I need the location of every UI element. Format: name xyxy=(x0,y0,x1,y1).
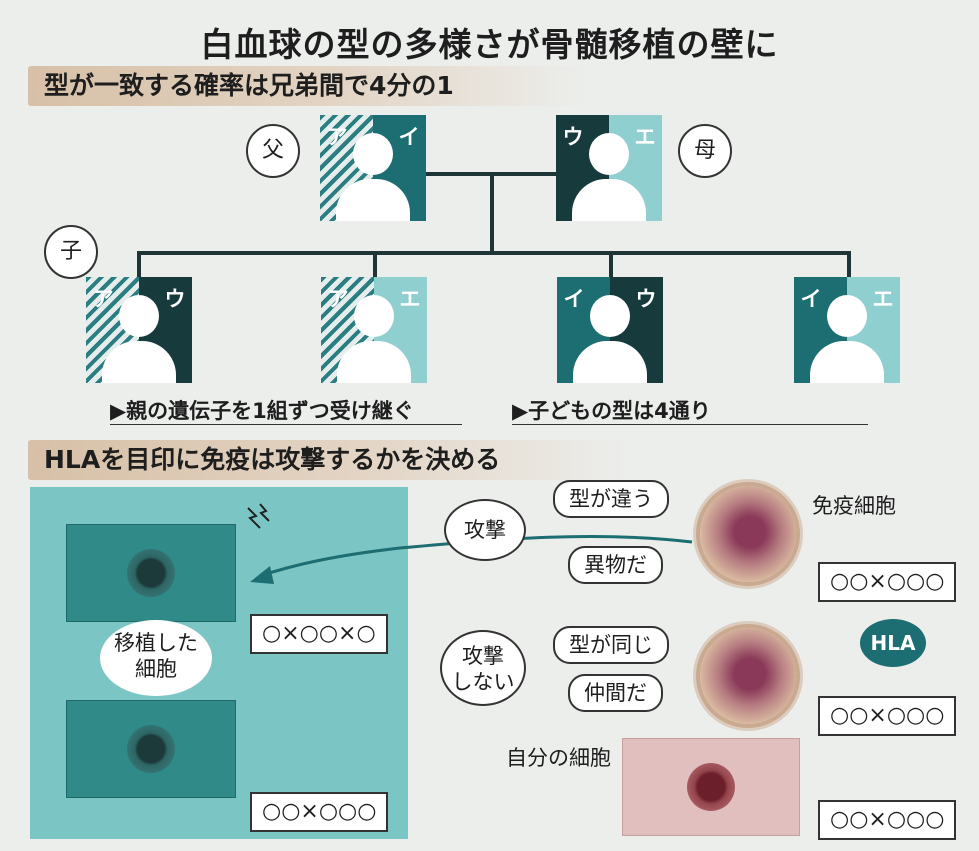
child-drop-4 xyxy=(847,251,851,277)
speech-friend: 仲間だ xyxy=(568,674,663,712)
transplant-hla-tag-top: ○×○○×○ xyxy=(250,614,388,654)
note-inherit: ▶親の遺伝子を1組ずつ受け継ぐ xyxy=(110,399,414,423)
immune-cell-icon xyxy=(700,486,796,582)
speech-same-type: 型が同じ xyxy=(553,626,669,664)
person-body-icon xyxy=(572,179,646,221)
no-attack-label: 攻撃 しない xyxy=(440,630,526,706)
transplant-cell-label: 移植した 細胞 xyxy=(100,620,212,696)
transplant-hla-tag-bottom: ○○×○○○ xyxy=(250,792,389,832)
note-underline xyxy=(512,424,868,425)
allele-right: エ xyxy=(872,287,894,311)
allele-left: ウ xyxy=(562,125,584,149)
immune-cell-label: 免疫細胞 xyxy=(812,494,896,518)
nucleus-icon xyxy=(127,725,175,773)
immune-hla-tag-top: ○○×○○○ xyxy=(818,562,957,602)
allele-left: イ xyxy=(800,287,822,311)
child-drop-1 xyxy=(137,251,141,277)
person-head-icon xyxy=(827,295,867,337)
section-heading-hla: HLAを目印に免疫は攻撃するかを決める xyxy=(44,445,501,474)
child-figure-2: ア エ xyxy=(321,277,427,383)
speech-foreign: 異物だ xyxy=(568,546,663,584)
father-label: 父 xyxy=(246,124,300,178)
transplant-cell-bottom xyxy=(66,700,236,798)
person-head-icon xyxy=(354,295,394,337)
child-figure-4: イ エ xyxy=(794,277,900,383)
attack-label: 攻撃 xyxy=(444,499,526,561)
section-heading-band: HLAを目印に免疫は攻撃するかを決める xyxy=(28,440,628,480)
nucleus-icon xyxy=(687,763,735,811)
tree-trunk xyxy=(490,172,494,254)
child-drop-3 xyxy=(609,251,613,277)
allele-right: エ xyxy=(399,287,421,311)
page-title: 白血球の型の多様さが骨髄移植の壁に xyxy=(200,25,779,64)
children-bar xyxy=(137,251,851,255)
person-body-icon xyxy=(102,341,176,383)
person-body-icon xyxy=(573,341,647,383)
allele-right: エ xyxy=(634,125,656,149)
hla-badge: HLA xyxy=(860,619,926,667)
person-head-icon xyxy=(589,133,629,175)
person-body-icon xyxy=(337,341,411,383)
allele-left: ア xyxy=(327,287,349,311)
attack-arrow-icon xyxy=(247,503,693,584)
child-figure-3: イ ウ xyxy=(557,277,663,383)
person-head-icon xyxy=(590,295,630,337)
allele-right: イ xyxy=(398,125,420,149)
allele-left: ア xyxy=(92,287,114,311)
child-label: 子 xyxy=(44,225,98,279)
person-head-icon xyxy=(353,133,393,175)
child-figure-1: ア ウ xyxy=(86,277,192,383)
nucleus-icon xyxy=(127,549,175,597)
person-head-icon xyxy=(119,295,159,337)
child-drop-2 xyxy=(373,251,377,277)
allele-right: ウ xyxy=(635,287,657,311)
immune-cell-icon xyxy=(700,628,796,724)
allele-left: イ xyxy=(563,287,585,311)
allele-left: ア xyxy=(326,125,348,149)
allele-right: ウ xyxy=(164,287,186,311)
own-cell-label: 自分の細胞 xyxy=(506,746,611,770)
mother-figure: ウ エ xyxy=(556,115,662,221)
speech-different-type: 型が違う xyxy=(553,480,669,518)
note-underline xyxy=(110,424,462,425)
mother-label: 母 xyxy=(678,124,732,178)
section-heading-band: 型が一致する確率は兄弟間で4分の1 xyxy=(28,66,588,106)
note-four-types: ▶子どもの型は4通り xyxy=(512,399,711,423)
own-cell xyxy=(622,738,800,836)
transplant-cell-top xyxy=(66,524,236,622)
father-figure: ア イ xyxy=(320,115,426,221)
own-hla-tag: ○○×○○○ xyxy=(818,800,957,840)
immune-hla-tag-bottom: ○○×○○○ xyxy=(818,696,957,736)
person-body-icon xyxy=(336,179,410,221)
section-heading-inheritance: 型が一致する確率は兄弟間で4分の1 xyxy=(44,71,454,100)
person-body-icon xyxy=(810,341,884,383)
